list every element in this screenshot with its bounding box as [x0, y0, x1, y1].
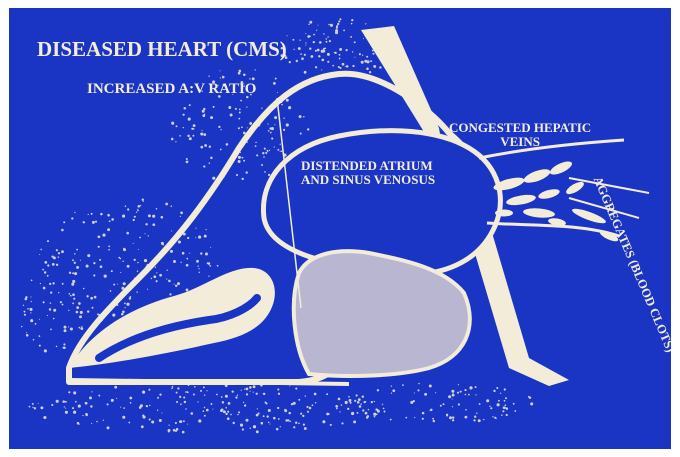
label-congested-line1: CONGESTED HEPATIC: [449, 121, 591, 135]
body-wall: [361, 26, 441, 140]
label-distended-atrium-line2: AND SINUS VENOSUS: [301, 173, 435, 187]
atrium-sinus: [263, 131, 500, 274]
label-congested-line2: VEINS: [449, 135, 591, 149]
heart-illustration: [9, 8, 671, 449]
diagram-title: DISEASED HEART (CMS): [37, 38, 287, 60]
diagram-slide: DISEASED HEART (CMS) INCREASED A:V RATIO…: [9, 8, 671, 449]
label-congested-hepatic: CONGESTED HEPATIC VEINS: [449, 121, 591, 148]
label-distended-atrium: DISTENDED ATRIUM AND SINUS VENOSUS: [301, 159, 435, 186]
hepatic-vein-lower: [487, 223, 619, 236]
label-increased-ratio: INCREASED A:V RATIO: [87, 82, 256, 98]
label-distended-atrium-line1: DISTENDED ATRIUM: [301, 159, 435, 173]
lower-body-wall: [471, 236, 569, 386]
